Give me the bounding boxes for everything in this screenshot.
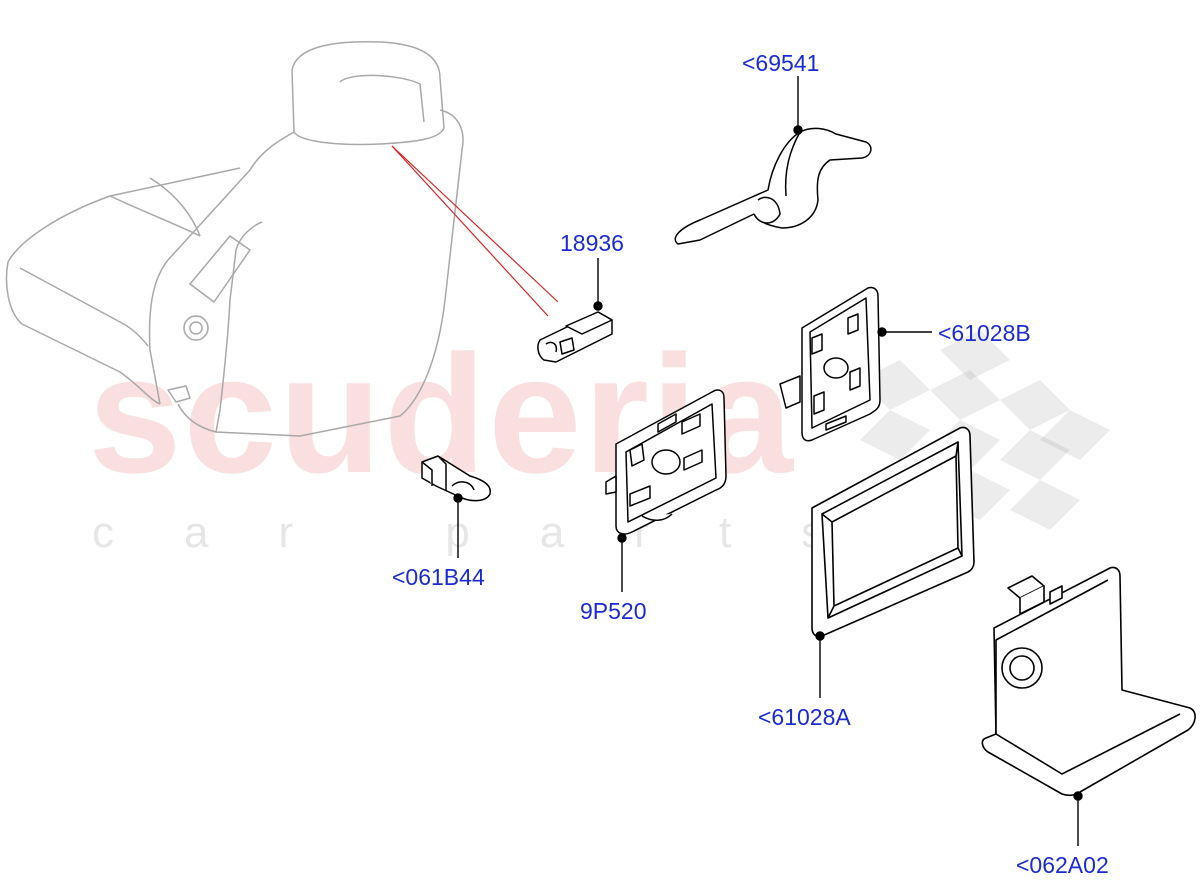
- part-61028B-plate: [779, 286, 881, 442]
- part-9P520-bracket: [605, 389, 727, 535]
- part-18936-switch: [537, 311, 613, 363]
- callout-leaders: [453, 76, 1083, 846]
- callout-18936[interactable]: 18936: [560, 230, 624, 256]
- part-69541-handle: [674, 127, 872, 245]
- part-062A02-tray: [981, 566, 1196, 797]
- callout-062A02[interactable]: <062A02: [1016, 852, 1109, 878]
- part-61028A-frame: [811, 426, 975, 638]
- callout-61028A[interactable]: <61028A: [758, 704, 851, 730]
- callout-69541[interactable]: <69541: [742, 50, 820, 76]
- callout-061B44[interactable]: <061B44: [392, 564, 485, 590]
- callout-61028B[interactable]: <61028B: [938, 320, 1031, 346]
- leader-lines-red: [391, 145, 559, 317]
- seat-illustration: [5, 40, 464, 437]
- callout-9P520[interactable]: 9P520: [580, 598, 647, 624]
